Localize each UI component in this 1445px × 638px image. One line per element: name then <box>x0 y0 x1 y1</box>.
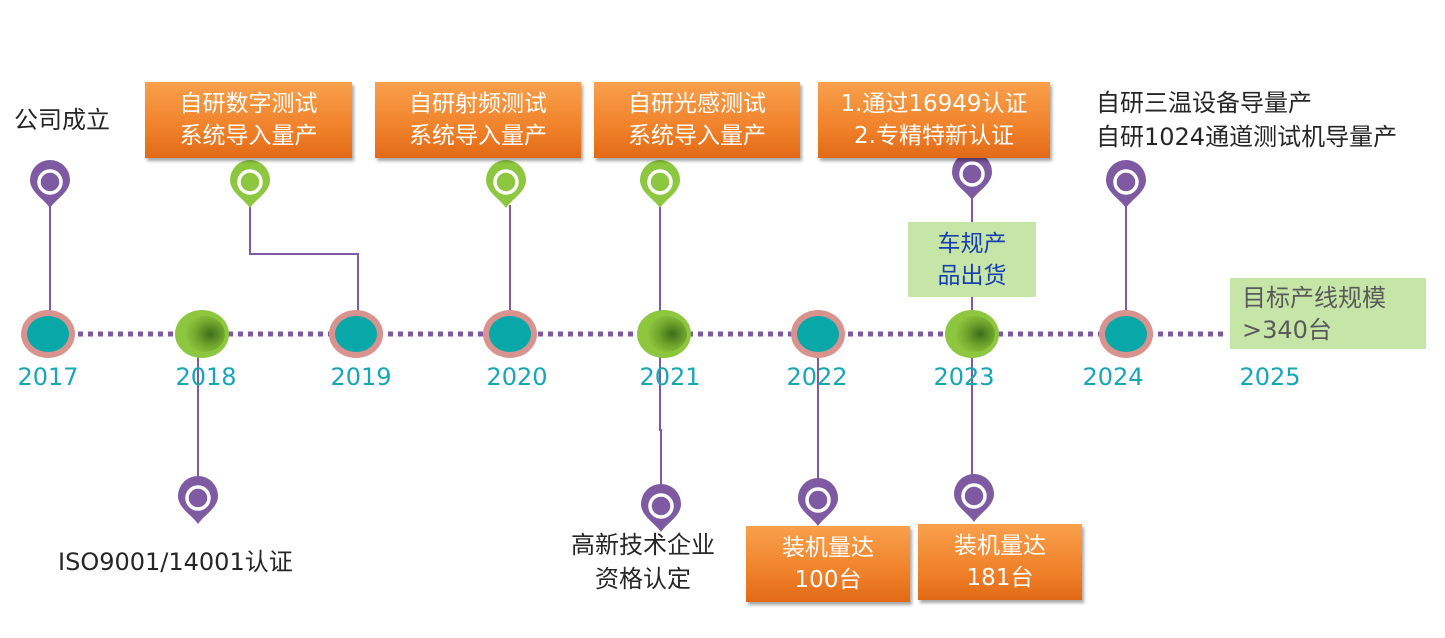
year-label-2022: 2022 <box>786 363 848 391</box>
event-high-tech-line1: 高新技术企业 <box>571 531 715 559</box>
year-label-2020: 2020 <box>486 363 548 391</box>
node-2024 <box>1099 310 1153 358</box>
event-rf-test-line1: 自研射频测试 <box>409 91 547 117</box>
event-auto-grade-line1: 车规产 <box>937 230 1007 257</box>
map-pin-icon-2021-top <box>640 160 680 208</box>
map-pin-icon-2023-bottom <box>954 474 994 522</box>
node-2018 <box>175 310 229 358</box>
event-installs-2022-line1: 装机量达 <box>782 535 874 561</box>
map-pin-icon-2021-bottom <box>641 484 681 532</box>
event-installs-2023-line2: 181台 <box>966 565 1034 591</box>
year-label-2017: 2017 <box>17 363 79 391</box>
connector-lines <box>49 190 1127 490</box>
map-pin-icon-2018-top <box>230 160 270 208</box>
node-2021 <box>637 310 691 358</box>
target-2025-box: 目标产线规模 >340台 <box>1230 278 1426 349</box>
target-2025-line2: >340台 <box>1242 315 1332 344</box>
year-label-2025: 2025 <box>1239 363 1301 391</box>
event-high-tech-line2: 资格认定 <box>595 565 691 593</box>
event-installs-2023-box: 装机量达 181台 <box>918 524 1082 600</box>
year-label-2023: 2023 <box>933 363 995 391</box>
event-auto-grade-line2: 品出货 <box>937 262 1007 289</box>
event-installs-2023-line1: 装机量达 <box>954 533 1046 559</box>
year-label-2024: 2024 <box>1082 363 1144 391</box>
year-label-2019: 2019 <box>330 363 392 391</box>
event-optical-test-line1: 自研光感测试 <box>628 91 766 117</box>
event-three-temp-line1: 自研三温设备导量产 <box>1096 89 1312 117</box>
map-pin-icon-2018-bottom <box>178 476 218 524</box>
event-optical-test-line2: 系统导入量产 <box>628 123 766 149</box>
event-optical-test-box: 自研光感测试 系统导入量产 <box>594 82 800 158</box>
event-three-temp-line2: 自研1024通道测试机导量产 <box>1096 123 1398 151</box>
node-2023 <box>945 310 999 358</box>
event-high-tech: 高新技术企业 资格认定 <box>560 528 726 596</box>
event-digital-test-line2: 系统导入量产 <box>179 123 318 149</box>
event-auto-grade-box: 车规产 品出货 <box>908 222 1036 297</box>
event-rf-test-line2: 系统导入量产 <box>409 123 547 149</box>
node-2022 <box>791 310 845 358</box>
node-2019 <box>329 310 383 358</box>
event-rf-test-box: 自研射频测试 系统导入量产 <box>375 82 581 158</box>
map-pin-icon-2020 <box>486 160 526 208</box>
event-installs-2022-line2: 100台 <box>794 567 862 593</box>
year-label-2018: 2018 <box>175 363 237 391</box>
event-iso-cert: ISO9001/14001认证 <box>58 548 293 576</box>
year-label-2021: 2021 <box>639 363 701 391</box>
node-2020 <box>483 310 537 358</box>
map-pin-icon-2023-top <box>952 152 992 200</box>
event-digital-test-box: 自研数字测试 系统导入量产 <box>145 82 352 158</box>
map-pin-icon-2024 <box>1106 160 1146 208</box>
map-pin-icon-2017 <box>30 160 70 208</box>
event-three-temp: 自研三温设备导量产 自研1024通道测试机导量产 <box>1096 86 1397 154</box>
target-2025-line1: 目标产线规模 <box>1242 283 1386 312</box>
event-cert-2023-line2: 2.专精特新认证 <box>854 123 1014 149</box>
event-installs-2022-box: 装机量达 100台 <box>746 526 910 602</box>
event-company-founded: 公司成立 <box>14 106 110 134</box>
event-cert-2023-box: 1.通过16949认证 2.专精特新认证 <box>818 82 1050 158</box>
event-digital-test-line1: 自研数字测试 <box>179 91 318 117</box>
map-pin-icon-2022-bottom <box>798 478 838 526</box>
node-2017 <box>21 310 75 358</box>
event-cert-2023-line1: 1.通过16949认证 <box>840 91 1028 117</box>
